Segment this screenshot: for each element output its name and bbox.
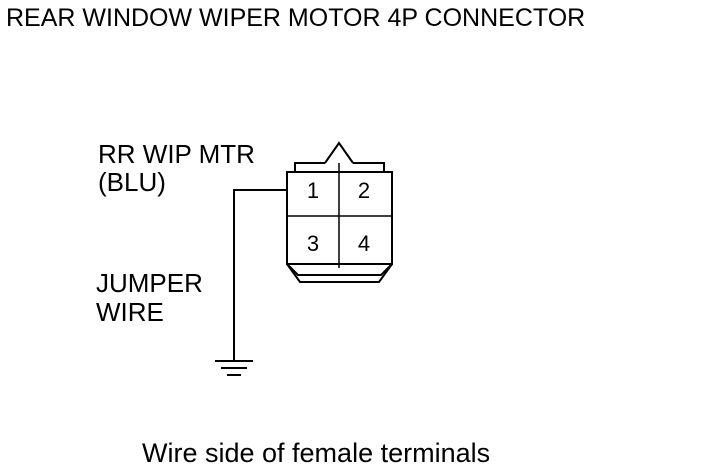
pin-3-label: 3 bbox=[307, 231, 319, 256]
ground-icon bbox=[215, 360, 253, 376]
diagram-title: REAR WINDOW WIPER MOTOR 4P CONNECTOR bbox=[6, 4, 586, 32]
wire-name-label: RR WIP MTR bbox=[98, 139, 255, 169]
wire-color-label: (BLU) bbox=[98, 167, 166, 197]
pin-4-label: 4 bbox=[358, 231, 370, 256]
jumper-label-line1: JUMPER bbox=[96, 268, 203, 298]
connector-outer-shell bbox=[286, 162, 393, 283]
pin-1-label: 1 bbox=[307, 178, 319, 203]
pin-2-label: 2 bbox=[358, 178, 370, 203]
jumper-wire bbox=[233, 189, 287, 361]
connector-lock-tab bbox=[324, 141, 354, 164]
caption: Wire side of female terminals bbox=[142, 438, 491, 468]
jumper-label-line2: WIRE bbox=[96, 297, 164, 327]
